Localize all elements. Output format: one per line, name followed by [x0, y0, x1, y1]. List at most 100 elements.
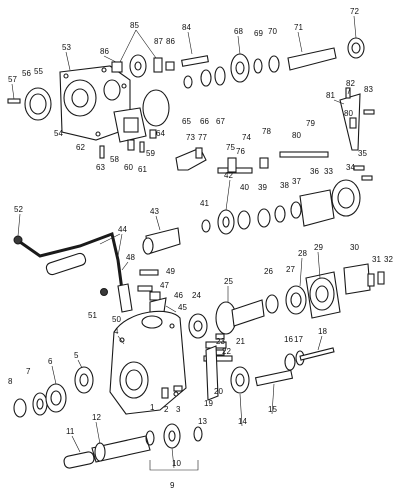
- callout-86: 86: [100, 47, 109, 56]
- callout-5: 5: [74, 351, 79, 360]
- callout-85: 85: [130, 21, 139, 30]
- gear-5: [74, 366, 94, 394]
- callout-49: 49: [166, 267, 175, 276]
- bolt-59: [149, 129, 157, 139]
- callout-56: 56: [22, 69, 31, 78]
- callout-72: 72: [350, 7, 359, 16]
- rail-20: [203, 355, 233, 362]
- callout-75: 75: [226, 143, 235, 152]
- callout-71: 71: [294, 23, 303, 32]
- callout-55: 55: [34, 67, 43, 76]
- callout-15: 15: [268, 405, 277, 414]
- fitting-60: [127, 139, 135, 151]
- callout-24: 24: [192, 291, 201, 300]
- callout-53: 53: [62, 43, 71, 52]
- bolt-3: [173, 385, 183, 392]
- callout-21: 21: [236, 337, 245, 346]
- washer-66: [200, 69, 212, 87]
- callout-30: 30: [350, 243, 359, 252]
- side-plate-58: [113, 107, 147, 143]
- shift-lever: [13, 231, 133, 313]
- gasket-36: [299, 189, 335, 227]
- callout-60: 60: [124, 163, 133, 172]
- snap-ring-8: [13, 398, 27, 418]
- callout-17: 17: [294, 335, 303, 344]
- callout-52: 52: [14, 205, 23, 214]
- callout-69: 69: [254, 29, 263, 38]
- callout-43: 43: [150, 207, 159, 216]
- callout-80: 80: [292, 131, 301, 140]
- bearing-27: [285, 285, 307, 315]
- callout-39: 39: [258, 183, 267, 192]
- callout-64: 64: [156, 129, 165, 138]
- callout-45: 45: [178, 303, 187, 312]
- callout-67: 67: [216, 117, 225, 126]
- gear-14: [230, 366, 250, 394]
- snap-ring-67: [214, 66, 226, 86]
- callout-12: 12: [92, 413, 101, 422]
- washer-40: [237, 210, 251, 230]
- callout-38: 38: [280, 181, 289, 190]
- callout-79: 79: [306, 119, 315, 128]
- bolt-23: [215, 333, 225, 340]
- callout-14: 14: [238, 417, 247, 426]
- callout-48: 48: [126, 253, 135, 262]
- washer-38: [274, 205, 286, 223]
- callout-83: 83: [364, 85, 373, 94]
- callout-65: 65: [182, 117, 191, 126]
- callout-28: 28: [298, 249, 307, 258]
- callout-19: 19: [204, 399, 213, 408]
- callout-59: 59: [146, 149, 155, 158]
- bolt-31: [367, 273, 375, 287]
- gear-shaft-25: [215, 299, 265, 335]
- washer-65: [183, 75, 193, 89]
- pin-47: [137, 285, 153, 292]
- shaft-84: [181, 55, 209, 67]
- callout-37: 37: [292, 177, 301, 186]
- callout-10: 10: [172, 459, 181, 468]
- callout-50: 50: [112, 315, 121, 324]
- callout-70: 70: [268, 27, 277, 36]
- snap-ring-9a: [145, 430, 155, 446]
- bolt-61: [139, 141, 145, 153]
- callout-78: 78: [262, 127, 271, 136]
- washer-26: [265, 294, 279, 314]
- callout-26: 26: [264, 267, 273, 276]
- bearing-87: [153, 57, 163, 73]
- leader-lines: [11, 15, 357, 469]
- callout-25: 25: [224, 277, 233, 286]
- callout-8: 8: [8, 377, 13, 386]
- callout-54: 54: [54, 129, 63, 138]
- callout-1: 1: [150, 403, 155, 412]
- callout-86b: 86: [166, 37, 175, 46]
- callout-18: 18: [318, 327, 327, 336]
- callout-51: 51: [88, 311, 97, 320]
- bearing-7: [32, 392, 48, 416]
- callout-35: 35: [358, 149, 367, 158]
- callout-82: 82: [346, 79, 355, 88]
- pin-49: [139, 269, 159, 276]
- shaft-71: [287, 47, 337, 71]
- callout-68: 68: [234, 27, 243, 36]
- callout-3: 3: [176, 405, 181, 414]
- callout-6: 6: [48, 357, 53, 366]
- gear-68: [230, 53, 250, 83]
- cover-plate-55: [24, 87, 52, 121]
- pin-82: [345, 87, 351, 99]
- callout-77: 77: [198, 133, 207, 142]
- gear-case: [59, 65, 131, 141]
- washer-16: [284, 353, 296, 371]
- callout-labels: 53 57 56 55 54 62 63 58 60 61 59 64 85 8…: [8, 7, 393, 490]
- shaft-43: [142, 227, 181, 255]
- callout-13: 13: [198, 417, 207, 426]
- callout-57: 57: [8, 75, 17, 84]
- snap-ring-9b: [193, 426, 203, 442]
- callout-42-top: 42: [224, 171, 233, 180]
- callout-11: 11: [66, 427, 75, 436]
- fork-75: [227, 157, 237, 173]
- callout-46: 46: [174, 291, 183, 300]
- housing-33-bore: [337, 187, 355, 209]
- callout-34: 34: [346, 163, 355, 172]
- bolt-57: [7, 98, 21, 104]
